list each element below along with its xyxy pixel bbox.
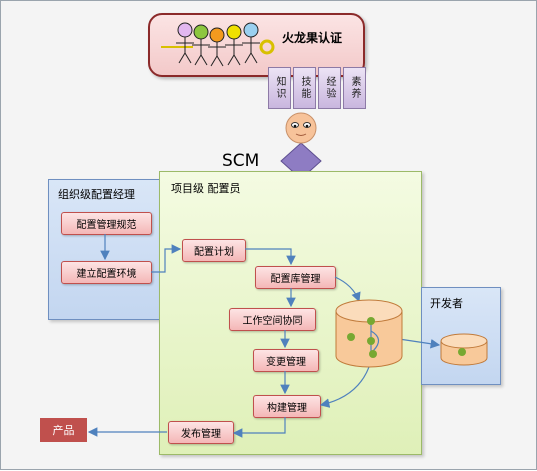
attribute-tabs: 知识 技能 经验 素养 <box>268 67 368 109</box>
attribute-quality: 素养 <box>343 67 366 109</box>
release-mgmt-box: 发布管理 <box>168 421 234 444</box>
change-mgmt-box: 变更管理 <box>253 349 319 372</box>
build-config-env-box: 建立配置环境 <box>61 261 152 284</box>
attribute-skill: 技能 <box>293 67 316 109</box>
developer-panel: 开发者 <box>421 287 501 385</box>
scm-label: SCM <box>222 151 260 171</box>
build-mgmt-box: 构建管理 <box>253 395 321 418</box>
attribute-knowledge: 知识 <box>268 67 291 109</box>
project-panel-title: 项目级 配置员 <box>171 182 241 195</box>
org-panel-title: 组织级配置经理 <box>58 188 135 201</box>
brand-title: 火龙果认证 <box>282 31 343 45</box>
config-mgmt-spec-box: 配置管理规范 <box>61 212 152 235</box>
product-box: 产品 <box>40 418 87 442</box>
workspace-collab-box: 工作空间协同 <box>229 308 316 331</box>
org-config-manager-panel: 组织级配置经理 <box>48 179 161 320</box>
config-plan-box: 配置计划 <box>182 239 246 262</box>
config-repo-mgmt-box: 配置库管理 <box>255 266 336 289</box>
developer-panel-title: 开发者 <box>430 297 463 310</box>
attribute-experience: 经验 <box>318 67 341 109</box>
